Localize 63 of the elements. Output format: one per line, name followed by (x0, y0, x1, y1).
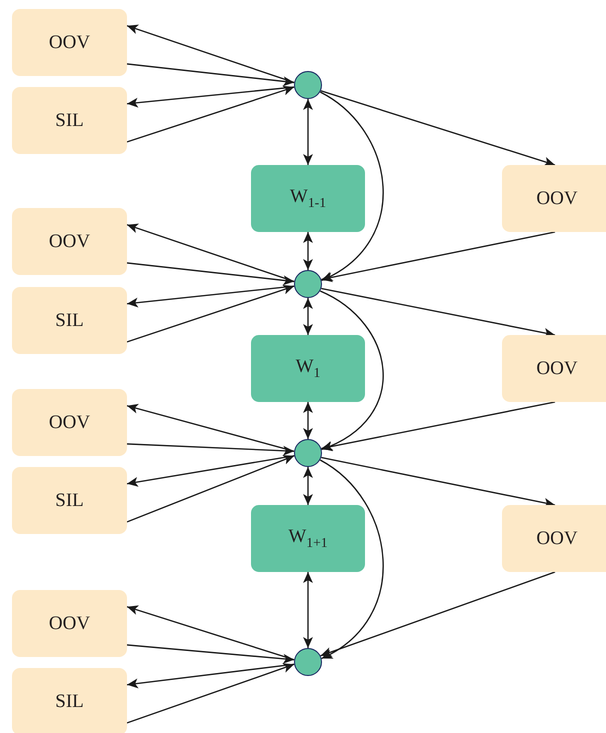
arrow (320, 90, 556, 166)
arrow (321, 231, 556, 282)
word-box (251, 505, 365, 572)
arrow (126, 24, 294, 84)
arrow (126, 86, 294, 108)
box-label: OOV (48, 230, 90, 252)
label-box (12, 590, 127, 657)
label-box (12, 467, 127, 534)
arrow (303, 467, 313, 505)
box-label: OOV (536, 188, 578, 210)
arrow (126, 443, 294, 456)
arrow (321, 401, 556, 452)
junction-circle (294, 270, 322, 298)
box-label: SIL (55, 310, 84, 332)
label-box (502, 165, 606, 232)
label-box (12, 87, 127, 154)
arrow (321, 288, 556, 338)
arrow (303, 232, 313, 270)
arrow (320, 571, 556, 657)
arrow (126, 284, 294, 343)
arrow (303, 298, 313, 335)
label-box (12, 389, 127, 456)
junction-circle (294, 71, 322, 99)
arrow (303, 99, 313, 165)
arrow (126, 262, 294, 286)
label-box (12, 668, 127, 733)
box-label: SIL (55, 110, 84, 132)
arrow (126, 605, 294, 660)
label-box (12, 287, 127, 354)
label-box (502, 335, 606, 402)
box-label: SIL (55, 490, 84, 512)
arrow (126, 664, 294, 688)
arrow (320, 290, 384, 450)
arrow (126, 455, 294, 487)
junction-circle (294, 648, 322, 676)
junction-circle (294, 439, 322, 467)
arrow (126, 644, 294, 664)
box-label: OOV (48, 32, 90, 54)
word-box (251, 165, 365, 232)
label-box (12, 208, 127, 275)
word-box (251, 335, 365, 402)
box-label: W$_{1}$ (296, 356, 320, 381)
box-label: OOV (48, 612, 90, 634)
arrow (126, 86, 294, 143)
arrow (126, 663, 294, 724)
box-label: OOV (536, 528, 578, 550)
label-box (12, 9, 127, 76)
arrow (321, 456, 556, 508)
label-box (502, 505, 606, 572)
box-label: W$_{1+1}$ (288, 526, 328, 551)
box-label: SIL (55, 690, 84, 712)
arrow (303, 402, 313, 439)
arrow (320, 91, 384, 282)
arrow (126, 63, 294, 86)
arrow (126, 224, 294, 282)
arrow (126, 404, 294, 452)
arrow (126, 285, 294, 308)
box-label: OOV (536, 358, 578, 380)
arrow (126, 455, 294, 523)
arrow (320, 459, 384, 660)
box-label: OOV (48, 412, 90, 434)
arrow (303, 572, 313, 648)
box-label: W$_{1-1}$ (290, 186, 326, 211)
